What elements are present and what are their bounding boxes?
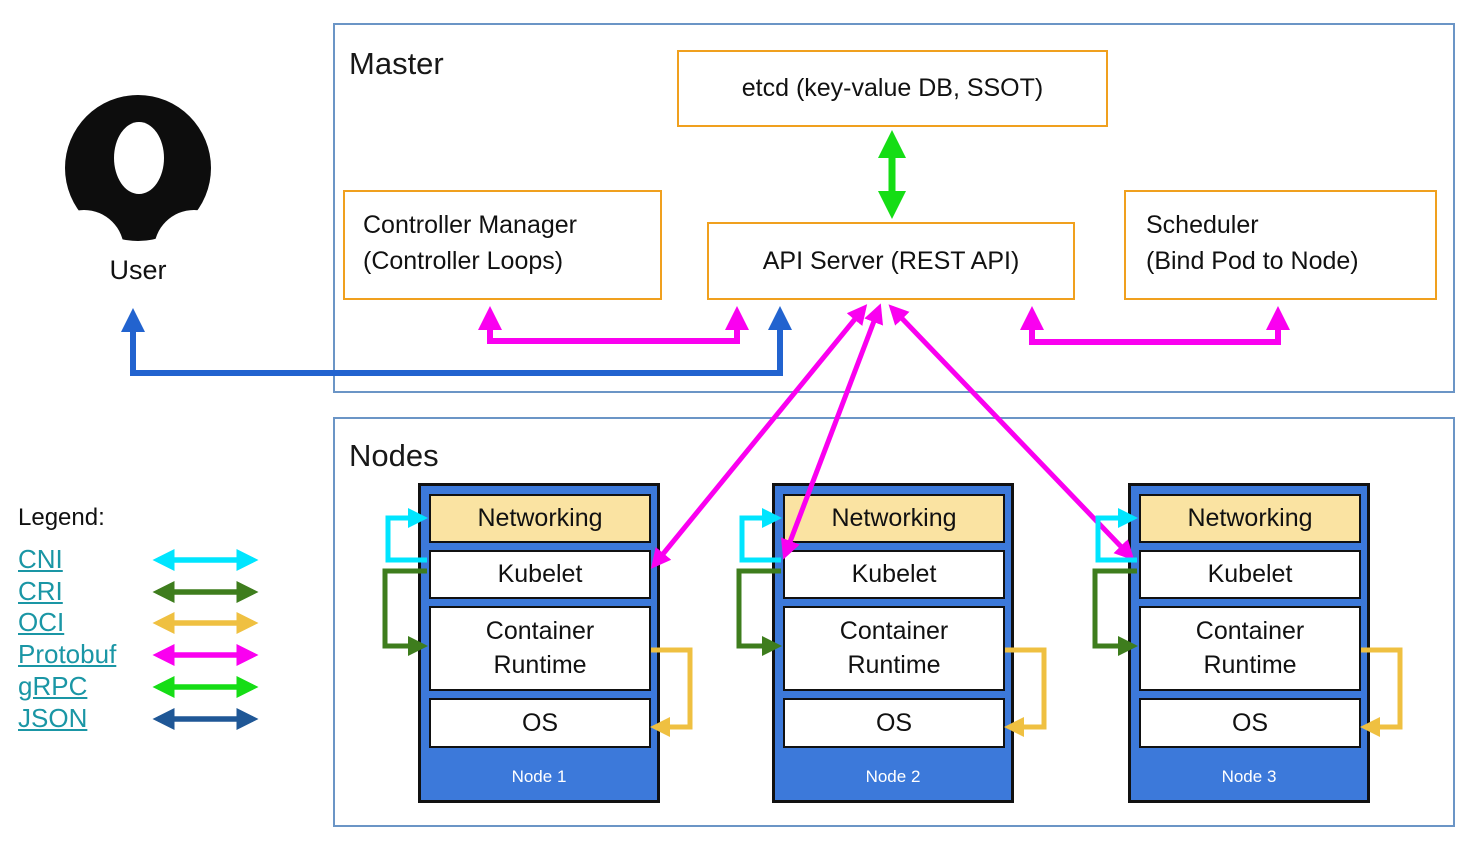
legend-link-cni[interactable]: CNI [18, 544, 63, 574]
protobuf-legend-arrow-icon [152, 644, 259, 666]
user-label: User [109, 255, 167, 285]
os-label: OS [1231, 708, 1269, 737]
container-runtime-box: Container Runtime [1139, 606, 1361, 691]
controller-manager-box: Controller Manager (Controller Loops) [343, 190, 662, 300]
kubelet-label: Kubelet [497, 560, 583, 588]
controller-manager-label-line1: Controller Manager [363, 211, 577, 239]
container-runtime-label: Container Runtime [1195, 616, 1305, 679]
networking-label: Networking [831, 504, 957, 532]
container-runtime-box: Container Runtime [783, 606, 1005, 691]
node-name: Node 2 [865, 767, 921, 786]
cni-legend-arrow-icon [152, 549, 259, 571]
legend-link-protobuf[interactable]: Protobuf [18, 639, 117, 669]
api-server-box: API Server (REST API) [707, 222, 1075, 300]
legend-row-oci: OCI [18, 607, 278, 638]
node-name: Node 1 [511, 767, 567, 786]
legend-row-protobuf: Protobuf [18, 639, 278, 670]
oci-legend-arrow-icon [152, 612, 259, 634]
user-icon [64, 95, 214, 244]
container-runtime-label: Container Runtime [485, 616, 595, 679]
legend-link-json[interactable]: JSON [18, 703, 88, 733]
legend-row-cni: CNI [18, 544, 278, 575]
legend-row-grpc: gRPC [18, 671, 278, 702]
container-runtime-label: Container Runtime [839, 616, 949, 679]
master-title: Master [349, 46, 444, 81]
kubelet-box: Kubelet [1139, 550, 1361, 599]
os-box: OS [1139, 698, 1361, 748]
kubelet-box: Kubelet [783, 550, 1005, 599]
networking-box: Networking [429, 494, 651, 543]
os-box: OS [783, 698, 1005, 748]
kubelet-label: Kubelet [851, 560, 937, 588]
scheduler-box: Scheduler (Bind Pod to Node) [1124, 190, 1437, 300]
networking-label: Networking [477, 504, 603, 532]
api-server-label: API Server (REST API) [762, 246, 1020, 275]
scheduler-label-line1: Scheduler [1146, 211, 1259, 239]
node-2: Networking Kubelet Container Runtime OS … [772, 483, 1014, 803]
kubelet-label: Kubelet [1207, 560, 1293, 588]
json-legend-arrow-icon [152, 708, 259, 730]
node-1: Networking Kubelet Container Runtime OS … [418, 483, 660, 803]
kubelet-box: Kubelet [429, 550, 651, 599]
os-label: OS [875, 708, 913, 737]
nodes-title: Nodes [349, 438, 439, 473]
networking-label: Networking [1187, 504, 1313, 532]
grpc-legend-arrow-icon [152, 676, 259, 698]
legend-row-json: JSON [18, 703, 278, 734]
etcd-box: etcd (key-value DB, SSOT) [677, 50, 1108, 127]
networking-box: Networking [1139, 494, 1361, 543]
scheduler-label-line2: (Bind Pod to Node) [1146, 246, 1359, 275]
controller-manager-label-line2: (Controller Loops) [363, 246, 564, 275]
legend-link-oci[interactable]: OCI [18, 607, 65, 637]
legend-title: Legend: [18, 504, 105, 531]
legend-row-cri: CRI [18, 576, 278, 607]
legend-link-cri[interactable]: CRI [18, 576, 63, 606]
os-box: OS [429, 698, 651, 748]
container-runtime-box: Container Runtime [429, 606, 651, 691]
cri-legend-arrow-icon [152, 581, 259, 603]
node-name: Node 3 [1221, 767, 1277, 786]
legend-link-grpc[interactable]: gRPC [18, 671, 88, 701]
networking-box: Networking [783, 494, 1005, 543]
node-3: Networking Kubelet Container Runtime OS … [1128, 483, 1370, 803]
etcd-label: etcd (key-value DB, SSOT) [741, 74, 1044, 102]
os-label: OS [521, 708, 559, 737]
